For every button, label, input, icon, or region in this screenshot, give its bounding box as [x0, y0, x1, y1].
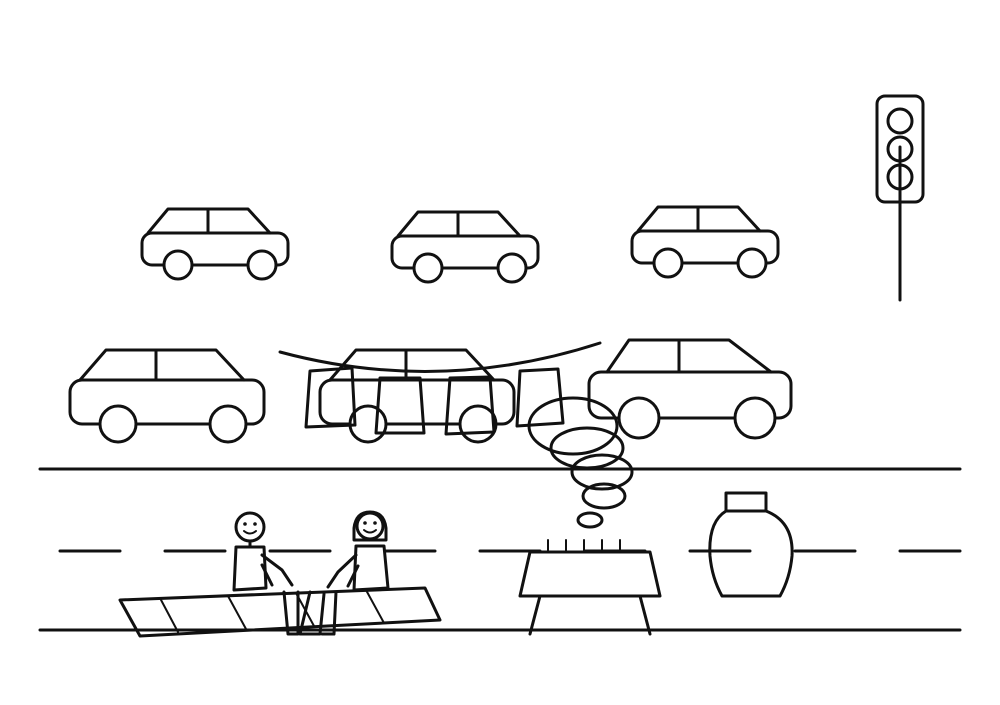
car-icon — [68, 348, 266, 444]
traffic-light-icon — [875, 94, 925, 302]
car-icon — [318, 348, 516, 444]
lanterns-icon — [278, 341, 602, 436]
smoke-icon — [527, 396, 634, 529]
car-icon — [587, 338, 793, 440]
person-icon — [298, 510, 390, 636]
road — [38, 467, 962, 632]
grill-icon — [518, 539, 662, 636]
car-icon — [140, 207, 290, 281]
person-icon — [232, 511, 300, 636]
car-icon — [390, 210, 540, 284]
jar-icon — [708, 491, 794, 598]
car-icon — [630, 205, 780, 279]
